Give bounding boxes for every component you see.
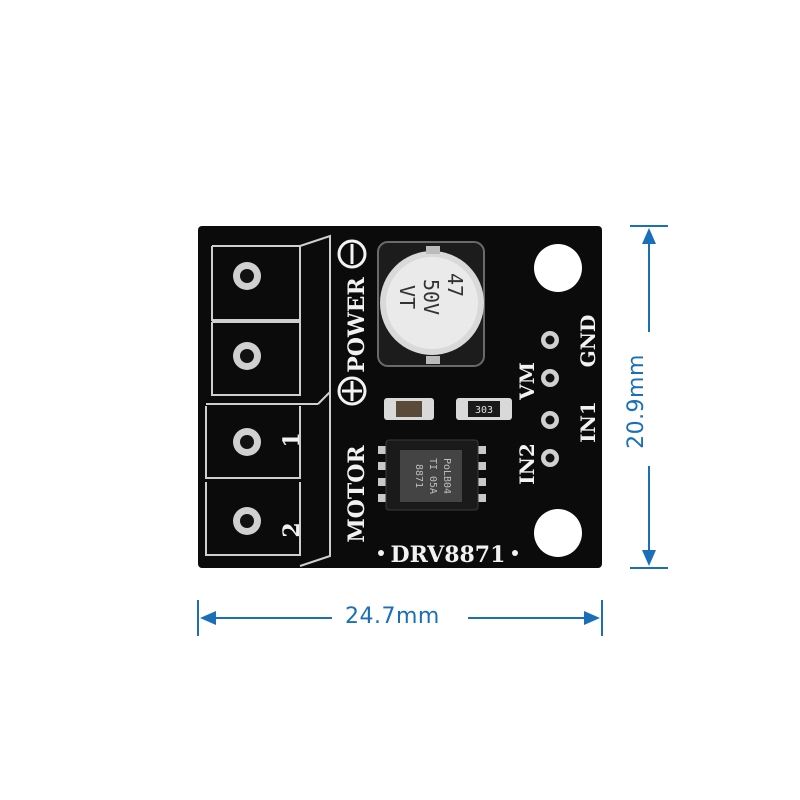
terminal-label-1: 1	[279, 432, 305, 447]
width-dimension-line	[197, 600, 603, 636]
chip-label-dot-left	[378, 550, 384, 556]
ic-marking-line-3: PoLB04	[441, 458, 452, 494]
width-dimension-label: 24.7mm	[345, 604, 440, 629]
motor-label: MOTOR	[344, 445, 370, 543]
pin-label-vm: VM	[515, 362, 539, 401]
capacitor-series: VT	[395, 285, 419, 309]
screw-terminal	[205, 234, 331, 567]
power-label: POWER	[344, 277, 370, 373]
capacitor-voltage: 50V	[419, 279, 443, 315]
terminal-pads	[233, 262, 261, 535]
plus-symbol	[337, 376, 367, 406]
height-dimension-label: 20.9mm	[623, 354, 649, 449]
mounting-hole-bottom	[534, 509, 582, 557]
smd-capacitor	[384, 398, 434, 420]
mounting-hole-top	[534, 244, 582, 292]
ic-marking-line-2: TI 05A	[427, 458, 438, 494]
resistor-marking: 303	[475, 405, 493, 416]
pin-label-in1: IN1	[576, 401, 600, 443]
ic-chip	[378, 439, 486, 511]
pin-header-pads	[541, 331, 559, 467]
smd-resistor	[456, 398, 512, 420]
chip-label-dot-right	[512, 550, 518, 556]
height-dimension-line	[630, 225, 668, 569]
terminal-label-2: 2	[279, 522, 305, 537]
board-outline-lines	[206, 391, 331, 405]
chip-label: DRV8871	[391, 542, 506, 568]
capacitor	[377, 241, 485, 367]
minus-symbol	[337, 239, 367, 269]
pin-label-gnd: GND	[576, 315, 600, 368]
ic-marking-line-1: 8871	[413, 464, 424, 488]
pin-label-in2: IN2	[515, 443, 539, 485]
capacitor-value: 47	[443, 273, 467, 297]
